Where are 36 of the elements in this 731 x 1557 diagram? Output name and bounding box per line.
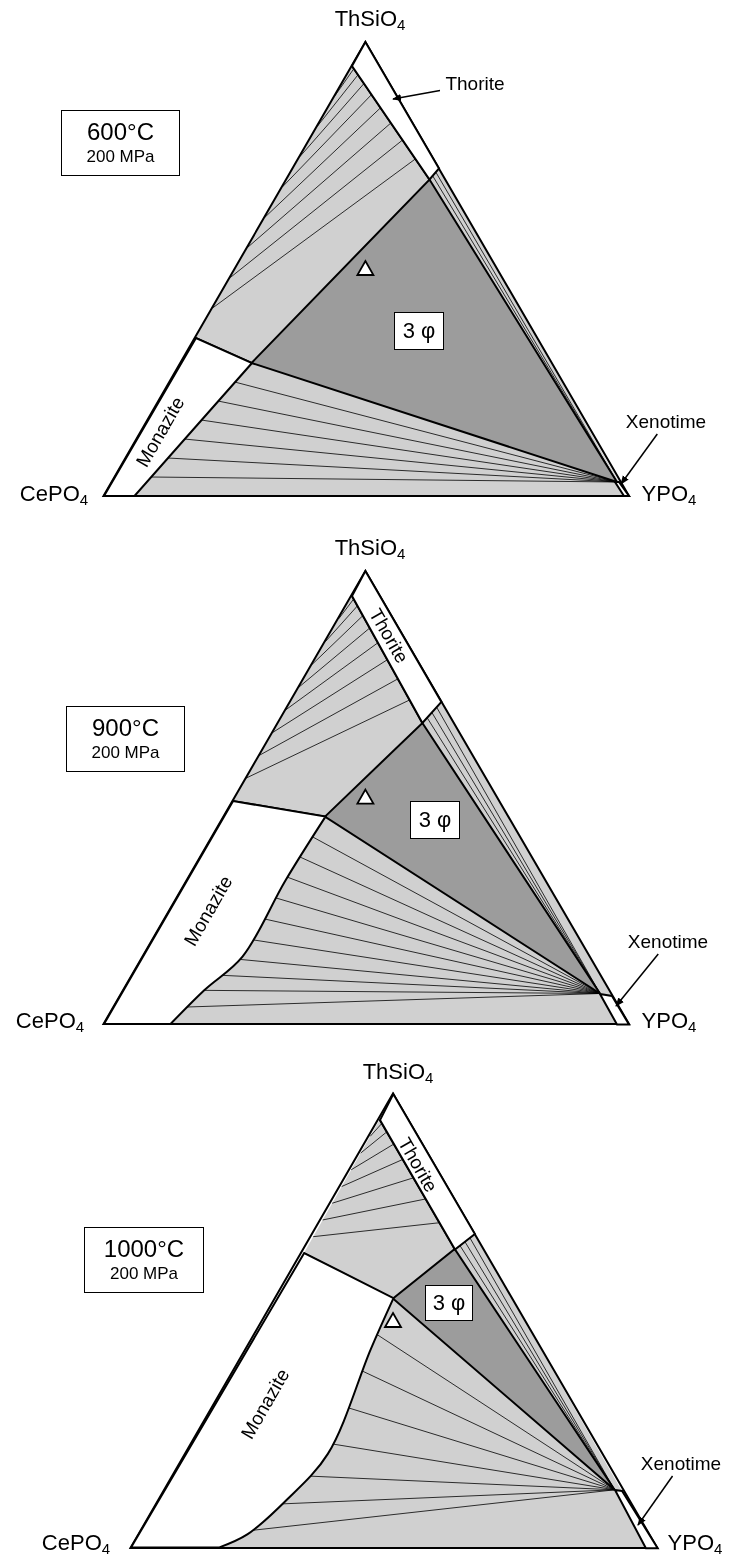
leader-line [615,953,659,1007]
phase-name: Xenotime [634,1452,728,1476]
pressure-label: 200 MPa [91,742,160,764]
phase-name: Xenotime [620,930,716,954]
phase-field-label: 3 φ [394,312,444,350]
end-member-label: CePO$_{4}$ [41,1531,111,1555]
pressure-label: 200 MPa [109,1263,178,1285]
phase-field-label: 3 φ [410,801,460,839]
phase-field-band [615,482,629,496]
phase-field-band [614,1489,658,1548]
phase-field-band [379,1093,475,1249]
leader-line [620,433,659,485]
phase-field-band [352,42,439,180]
condition-box [84,1227,204,1293]
condition-box [61,110,180,176]
phase-field-band [600,993,629,1024]
pressure-label: 200 MPa [86,146,155,168]
leader-line [637,1475,674,1526]
temperature-label: 900°C [92,714,159,742]
temperature-label: 1000°C [103,1235,185,1263]
leader-line [392,89,441,102]
end-member-label: ThSiO$_{4}$ [334,536,406,560]
phase-field-label: 3 φ [425,1285,473,1321]
phase-name: Thorite [440,72,510,96]
condition-box [66,706,185,772]
temperature-label: 600°C [87,118,154,146]
end-member-label: YPO$_{4}$ [641,1009,697,1033]
end-member-label: ThSiO$_{4}$ [362,1060,434,1084]
phase-field-band [352,571,442,723]
phase-name: Xenotime [618,410,714,434]
end-member-label: YPO$_{4}$ [641,482,697,506]
end-member-label: ThSiO$_{4}$ [334,7,406,31]
end-member-label: YPO$_{4}$ [667,1531,723,1555]
end-member-label: CePO$_{4}$ [15,1009,85,1033]
phase-field-band [103,801,325,1024]
end-member-label: CePO$_{4}$ [19,482,89,506]
